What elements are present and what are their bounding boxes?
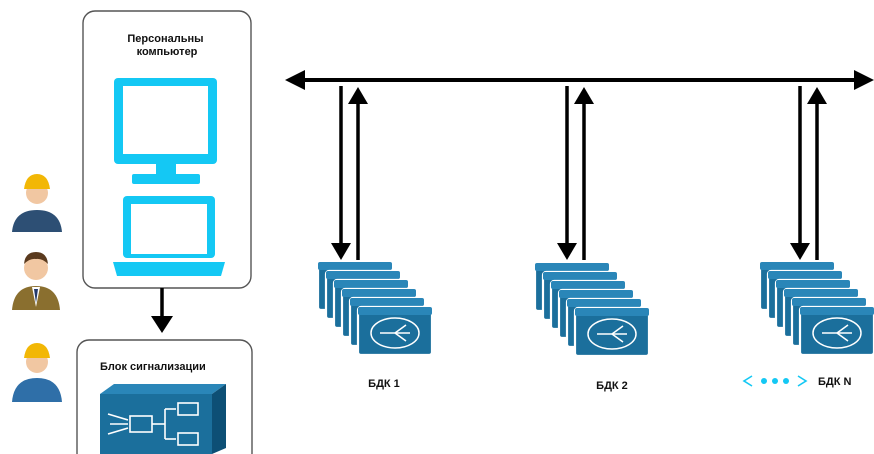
worker-avatar-icon bbox=[12, 174, 62, 232]
bdk-device-stack-icon bbox=[758, 260, 874, 357]
main-bus bbox=[285, 70, 874, 90]
bdk-n-label: БДК N bbox=[818, 376, 852, 388]
manager-avatar-icon bbox=[12, 252, 60, 310]
alarm-unit-icon bbox=[100, 384, 226, 454]
desktop-monitor-icon bbox=[114, 78, 217, 184]
laptop-icon bbox=[113, 196, 225, 276]
pc-box-title: Персональны компьютер bbox=[127, 33, 206, 58]
pc-to-alarm-arrow bbox=[151, 288, 173, 333]
pc-title-line-2: компьютер bbox=[137, 46, 198, 58]
bdk-1-label: БДК 1 bbox=[368, 378, 400, 390]
bdk-2-connection bbox=[557, 86, 594, 260]
bdk-2-label: БДК 2 bbox=[596, 380, 628, 392]
bdk-1-connection bbox=[331, 86, 368, 260]
ellipsis-arrows-icon bbox=[742, 375, 808, 387]
alarm-box-title: Блок сигнализации bbox=[100, 361, 206, 373]
pc-box: Персональны компьютер bbox=[82, 10, 252, 289]
bdk-n-connection bbox=[790, 86, 827, 260]
alarm-box: Блок сигнализации bbox=[76, 339, 253, 454]
pc-title-line-1: Персональны bbox=[127, 33, 203, 45]
worker-avatar-icon bbox=[12, 343, 62, 402]
bdk-device-stack-icon bbox=[316, 260, 434, 357]
bdk-device-stack-icon bbox=[533, 261, 651, 358]
